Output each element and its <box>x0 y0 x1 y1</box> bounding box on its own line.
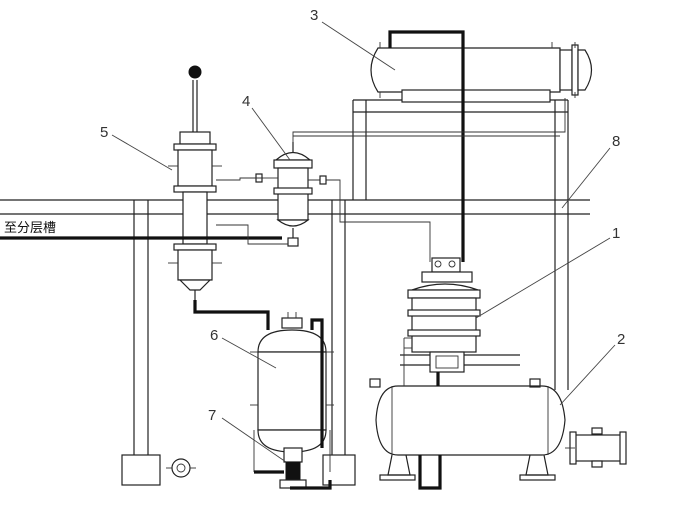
label-2: 2 <box>617 331 625 348</box>
vessel-5 <box>168 65 222 300</box>
separator-4 <box>255 142 328 247</box>
piping <box>0 30 566 490</box>
label-5: 5 <box>100 124 108 141</box>
label-6: 6 <box>210 327 218 344</box>
receiver-2 <box>369 378 627 481</box>
label-8: 8 <box>612 133 620 150</box>
support-frame <box>0 99 590 486</box>
reactor-1 <box>404 257 481 373</box>
label-7: 7 <box>208 407 216 424</box>
annotation-to-layering-tank: 至分层槽 <box>4 220 56 235</box>
leader-lines <box>111 21 616 463</box>
label-1: 1 <box>612 225 620 242</box>
label-3: 3 <box>310 7 318 24</box>
label-4: 4 <box>242 93 250 110</box>
tank-6 <box>250 312 334 472</box>
pump-7 <box>166 447 307 489</box>
condenser-3 <box>370 42 593 103</box>
